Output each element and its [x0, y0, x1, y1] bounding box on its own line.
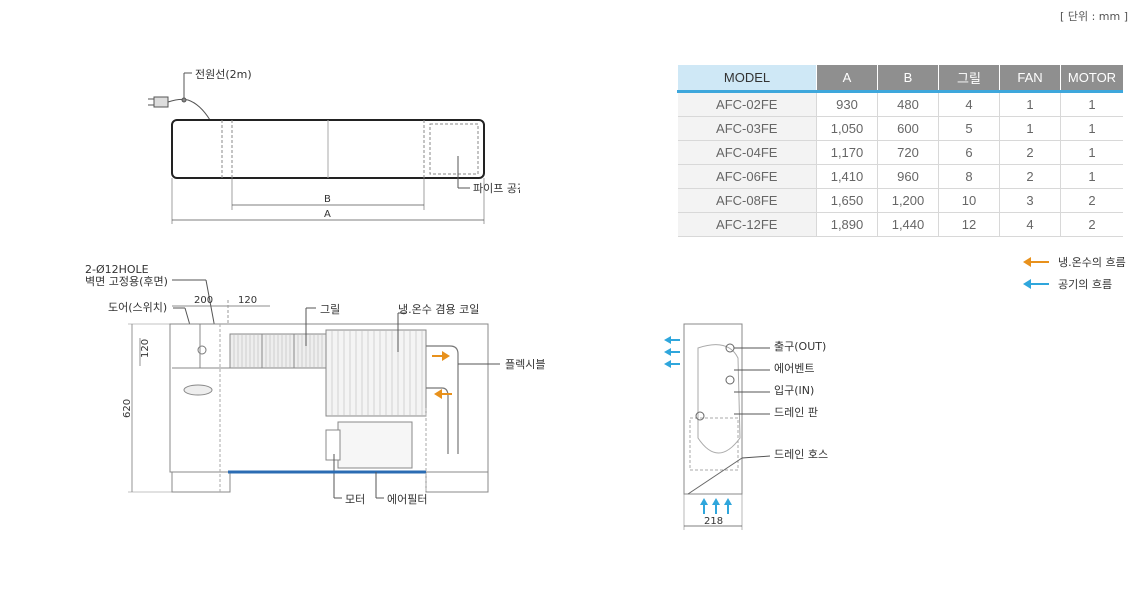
- power-cord-label: 전원선(2m): [195, 68, 252, 81]
- header-model: MODEL: [677, 65, 817, 93]
- cell-grille: 10: [938, 188, 1000, 213]
- cell-model: AFC-04FE: [677, 140, 817, 165]
- cell-fan: 2: [999, 164, 1061, 189]
- cell-model: AFC-08FE: [677, 188, 817, 213]
- air-flow-arrow-icon: [724, 498, 732, 514]
- cell-fan: 1: [999, 91, 1061, 117]
- water-flow-arrow-icon: [432, 351, 450, 361]
- header-fan: FAN: [999, 65, 1061, 93]
- air-flow-arrow-icon: [712, 498, 720, 514]
- table-row: AFC-04FE 1,170 720 6 2 1: [677, 140, 1123, 165]
- drain-pan-label: 드레인 판: [774, 406, 818, 419]
- unit-label: [ 단위 : mm ]: [1060, 10, 1128, 23]
- flexible-label: 플렉시블: [505, 358, 545, 371]
- legend-water-label: 냉.온수의 흐름: [1058, 256, 1126, 269]
- dim-b-label: B: [324, 194, 331, 205]
- table-header-row: MODEL A B 그릴 FAN MOTOR: [677, 65, 1123, 93]
- dim-a-label: A: [324, 209, 331, 220]
- cell-grille: 6: [938, 140, 1000, 165]
- grille-area: [229, 333, 327, 369]
- cell-grille: 5: [938, 116, 1000, 141]
- water-arrow-icon: [1023, 257, 1049, 267]
- cell-motor: 2: [1060, 212, 1123, 237]
- cell-fan: 4: [999, 212, 1061, 237]
- water-flow-arrow-icon: [434, 389, 452, 399]
- header-grille: 그릴: [938, 65, 1000, 93]
- cell-model: AFC-02FE: [677, 91, 817, 117]
- front-view-diagram: 2-Ø12HOLE 벽면 고정용(후면) 도어(스위치) 200 120: [85, 263, 545, 506]
- table-row: AFC-02FE 930 480 4 1 1: [677, 91, 1123, 117]
- air-flow-arrow-icon: [664, 360, 680, 368]
- legend-air: 공기의 흐름: [1022, 276, 1112, 292]
- outlet-label: 출구(OUT): [774, 340, 826, 353]
- cell-grille: 8: [938, 164, 1000, 189]
- cell-b: 720: [877, 140, 939, 165]
- header-a: A: [816, 65, 878, 93]
- unit-body-side: [683, 323, 743, 495]
- air-arrow-icon: [1023, 279, 1049, 289]
- cell-motor: 1: [1060, 140, 1123, 165]
- air-vent-label: 에어벤트: [774, 362, 814, 375]
- grille-label: 그릴: [320, 303, 340, 316]
- cell-a: 930: [816, 91, 878, 117]
- cell-b: 480: [877, 91, 939, 117]
- cell-b: 600: [877, 116, 939, 141]
- cell-model: AFC-12FE: [677, 212, 817, 237]
- cell-grille: 4: [938, 91, 1000, 117]
- cell-motor: 2: [1060, 188, 1123, 213]
- dim-200-label: 200: [194, 295, 213, 306]
- dim-218-label: 218: [704, 516, 723, 527]
- legend-water: 냉.온수의 흐름: [1022, 254, 1126, 270]
- table-row: AFC-12FE 1,890 1,440 12 4 2: [677, 212, 1123, 237]
- legend-air-label: 공기의 흐름: [1058, 278, 1113, 291]
- pipe-space-label: 파이프 공간: [473, 182, 520, 195]
- cell-b: 1,200: [877, 188, 939, 213]
- inlet-label: 입구(IN): [774, 384, 814, 397]
- table-row: AFC-08FE 1,650 1,200 10 3 2: [677, 188, 1123, 213]
- door-label: 도어(스위치): [108, 301, 167, 314]
- hole-label: 2-Ø12HOLE: [85, 263, 149, 276]
- air-flow-arrow-icon: [664, 336, 680, 344]
- cell-grille: 12: [938, 212, 1000, 237]
- cell-a: 1,650: [816, 188, 878, 213]
- power-plug-icon: [148, 96, 211, 121]
- cell-motor: 1: [1060, 116, 1123, 141]
- cell-motor: 1: [1060, 164, 1123, 189]
- wall-mount-label: 벽면 고정용(후면): [85, 275, 168, 288]
- coil-label: 냉.온수 겸용 코일: [398, 302, 479, 316]
- drain-hose-label: 드레인 호스: [774, 448, 828, 461]
- dim-620-label: 620: [122, 399, 133, 418]
- table-row: AFC-03FE 1,050 600 5 1 1: [677, 116, 1123, 141]
- header-b: B: [877, 65, 939, 93]
- cell-fan: 1: [999, 116, 1061, 141]
- dim-120v-label: 120: [140, 339, 151, 358]
- cell-fan: 2: [999, 140, 1061, 165]
- spec-table: MODEL A B 그릴 FAN MOTOR AFC-02FE 930 480 …: [677, 65, 1123, 237]
- cell-a: 1,170: [816, 140, 878, 165]
- cell-motor: 1: [1060, 91, 1123, 117]
- air-filter-label: 에어필터: [387, 493, 427, 506]
- motor-box: [337, 421, 413, 469]
- cell-model: AFC-06FE: [677, 164, 817, 189]
- side-view-diagram: 출구(OUT) 에어벤트 입구(IN) 드레인 판 드레인 호스 218: [664, 323, 828, 530]
- dim-120h-label: 120: [238, 295, 257, 306]
- air-flow-arrow-icon: [700, 498, 708, 514]
- motor-label: 모터: [345, 493, 365, 506]
- cell-a: 1,890: [816, 212, 878, 237]
- cell-b: 960: [877, 164, 939, 189]
- cell-a: 1,410: [816, 164, 878, 189]
- cell-a: 1,050: [816, 116, 878, 141]
- coil-area: [325, 329, 427, 417]
- header-motor: MOTOR: [1060, 65, 1123, 93]
- top-view-diagram: 전원선(2m) 파이프 공간 B A: [148, 68, 520, 224]
- air-flow-arrow-icon: [664, 348, 680, 356]
- cell-model: AFC-03FE: [677, 116, 817, 141]
- table-row: AFC-06FE 1,410 960 8 2 1: [677, 164, 1123, 189]
- cell-b: 1,440: [877, 212, 939, 237]
- cell-fan: 3: [999, 188, 1061, 213]
